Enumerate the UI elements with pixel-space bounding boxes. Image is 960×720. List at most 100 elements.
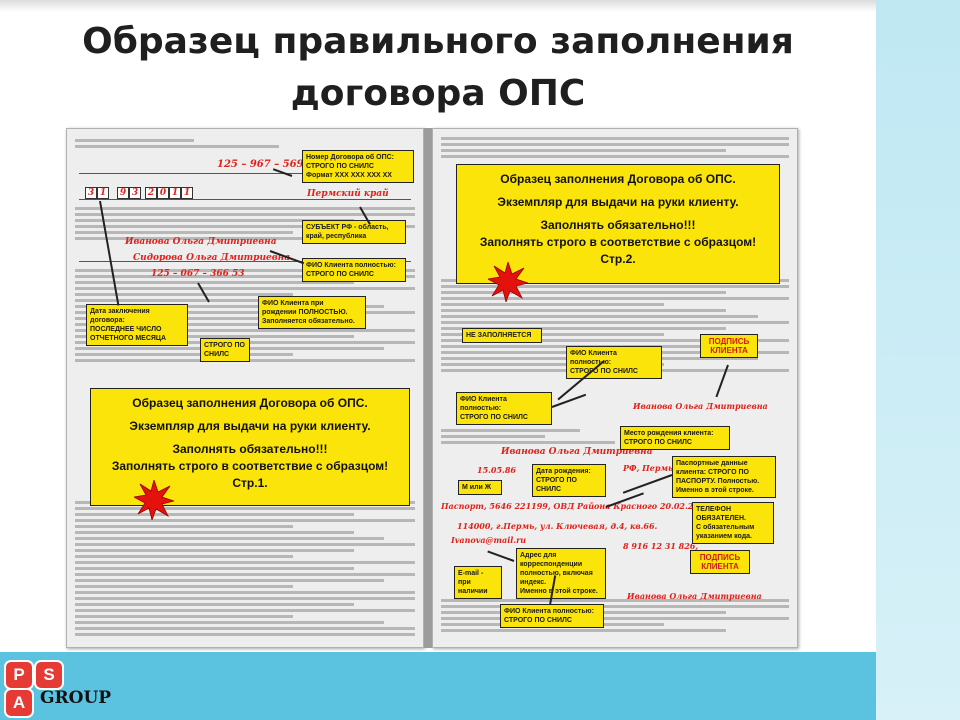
callout-line: КЛИЕНТА [701,562,739,571]
sample-note-page-2: Образец заполнения Договора об ОПС. Экзе… [456,164,780,284]
callout-line: Именно в этой строке. [676,487,754,494]
sample-note-line-5: Стр.1. [232,476,268,490]
page-2-text-lines-c [441,599,789,635]
callout-gender: М или Ж [458,480,502,495]
callout-line: СТРОГО ПО СНИЛС [306,271,374,278]
callout-client-name-bottom: ФИО Клиента полностью: СТРОГО ПО СНИЛС [500,604,604,628]
callout-line: СТРОГО ПО СНИЛС [570,368,638,375]
callout-snils: СТРОГО ПО СНИЛС [200,338,250,362]
callout-birthdate: Дата рождения: СТРОГО ПО СНИЛС [532,464,606,497]
callout-signature-2: ПОДПИСЬ КЛИЕНТА [690,550,750,574]
page-divider [424,128,432,648]
slide-title: Образец правильного заполнения договора … [60,16,816,120]
callout-line: наличии [458,588,488,595]
slide-title-line-2: договора ОПС [290,73,586,114]
client-name-handwritten: Иванова Ольга Дмитриевна [501,447,653,457]
callout-line: ОТЧЕТНОГО МЕСЯЦА [90,335,167,342]
callout-line: ФИО Клиента при [262,300,324,307]
page-1-text-lines-top [75,139,415,151]
logo-tile-s: S [34,660,64,690]
callout-line: Формат ХХХ ХХХ ХХХ ХХ [306,172,392,179]
callout-region: СУБЪЕКТ РФ - область, край, республика [302,220,406,244]
signature-name-handwritten: Иванова Ольга Дмитриевна [627,591,762,601]
callout-line: указанием кода. [696,533,752,540]
date-digit-box: 3 [129,187,141,199]
callout-line: Дата рождения: [536,468,591,475]
callout-line: СТРОГО ПО СНИЛС [624,439,692,446]
date-digit-box: 2 [145,187,157,199]
logo-text: GROUP [40,688,112,708]
client-name-handwritten: Иванова Ольга Дмитриевна [125,237,277,247]
date-digit-box: 0 [157,187,169,199]
footer-bar [0,652,876,720]
callout-line: полностью, включая [520,570,593,577]
burst-star-icon [488,262,528,302]
callout-line: КЛИЕНТА [710,346,748,355]
callout-line: ПАСПОРТУ. Полностью. [676,478,760,485]
form-rule [79,199,411,200]
callout-line: рождении ПОЛНОСТЬЮ. [262,309,348,316]
callout-line: E-mail - при [458,570,484,586]
sample-note-line-2: Экземпляр для выдачи на руки клиенту. [129,419,371,433]
sample-note-line-1: Образец заполнения Договора об ОПС. [132,396,368,410]
callout-client-name: ФИО Клиента полностью: СТРОГО ПО СНИЛС [302,258,406,282]
callout-signature-1: ПОДПИСЬ КЛИЕНТА [700,334,758,358]
callout-line: ФИО Клиента полностью: [570,350,617,366]
client-name-handwritten-top: Иванова Ольга Дмитриевна [633,401,768,411]
callout-line: Именно в этой строке. [520,588,598,595]
callout-line: ОБЯЗАТЕЛЕН. [696,515,746,522]
phone-handwritten: 8 916 12 31 826, [623,541,699,551]
sample-note-line-3: Заполнять обязательно!!! [540,218,696,232]
date-digit-box: 1 [97,187,109,199]
callout-passport: Паспортные данные клиента: СТРОГО ПО ПАС… [672,456,776,498]
client-birth-name-handwritten: Сидорова Ольга Дмитриевна [133,253,291,263]
burst-star-icon [134,480,174,520]
sample-note-line-2: Экземпляр для выдачи на руки клиенту. [497,195,739,209]
birthdate-handwritten: 15.05.86 [477,465,516,475]
callout-line: Номер Договора об ОПС: [306,154,394,161]
region-handwritten: Пермский край [307,189,389,199]
callout-email: E-mail - при наличии [454,566,502,599]
callout-line: ФИО Клиента полностью: [504,608,594,615]
slide-title-line-1: Образец правильного заполнения [82,21,794,62]
callout-line: СУБЪЕКТ РФ - область, [306,224,389,231]
callout-line: СНИЛС [536,486,562,493]
callout-birth-name: ФИО Клиента при рождении ПОЛНОСТЬЮ. Запо… [258,296,366,329]
callout-line: ТЕЛЕФОН [696,506,731,513]
page-1-text-lines-c [75,501,415,639]
callout-line: ФИО Клиента полностью: [306,262,396,269]
logo-tile-a: A [4,688,34,718]
date-digit-box: 3 [85,187,97,199]
callout-line: СТРОГО ПО [536,477,577,484]
right-side-strip [876,0,960,720]
callout-phone: ТЕЛЕФОН ОБЯЗАТЕЛЕН. С обязательным указа… [692,502,774,544]
callout-line: ФИО Клиента полностью: [460,396,507,412]
form-rule [79,173,411,174]
callout-address: Адрес для корреспонденции полностью, вкл… [516,548,606,599]
callout-contract-number: Номер Договора об ОПС: СТРОГО ПО СНИЛС Ф… [302,150,414,183]
callout-line: С обязательным [696,524,755,531]
callout-line: СНИЛС [204,351,230,358]
sample-note-line-1: Образец заполнения Договора об ОПС. [500,172,736,186]
snils-handwritten: 125 – 067 – 366 53 [151,269,245,279]
callout-line: край, республика [306,233,367,240]
callout-line: СТРОГО ПО СНИЛС [306,163,374,170]
contract-number-handwritten: 125 – 967 – 569 53 [217,159,321,170]
callout-line: ПОДПИСЬ [699,553,741,562]
callout-line: договора: [90,317,125,324]
passport-handwritten: Паспорт, 5646 221199, ОВД Района Красног… [441,501,721,511]
callout-line: ПОДПИСЬ [708,337,750,346]
callout-line: СТРОГО ПО [204,342,245,349]
callout-line: Адрес для [520,552,557,559]
callout-birthplace: Место рождения клиента: СТРОГО ПО СНИЛС [620,426,730,450]
birthplace-handwritten: РФ, Пермь [623,463,674,473]
callout-line: Паспортные данные [676,460,748,467]
callout-line: Дата заключения [90,308,150,315]
logo-tile-p: P [4,660,34,690]
callout-line: Заполняется обязательно. [262,318,355,325]
sample-note-line-5: Стр.2. [600,252,636,266]
callout-client-name-snils: ФИО Клиента полностью: СТРОГО ПО СНИЛС [456,392,552,425]
callout-line: корреспонденции [520,561,583,568]
address-handwritten: 114000, г.Пермь, ул. Ключевая, д.4, кв.6… [457,521,658,531]
sample-note-line-4: Заполнять строго в соответствие с образц… [479,235,757,249]
